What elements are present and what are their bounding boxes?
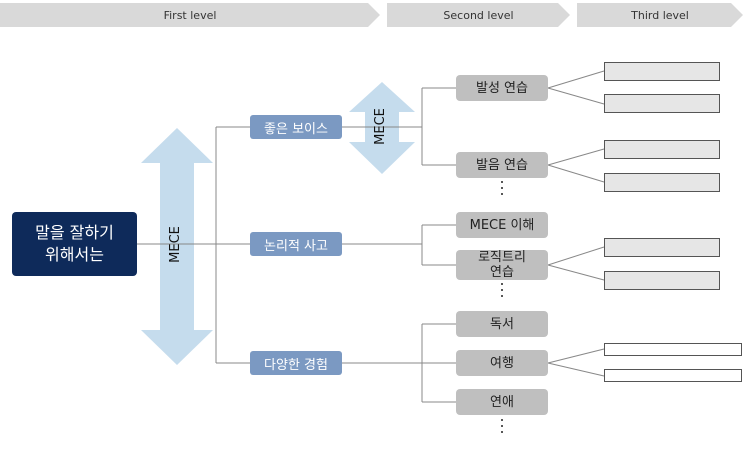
first-level-header: First level bbox=[0, 3, 380, 27]
mece-double-arrow-sub bbox=[349, 82, 415, 174]
third-level-box bbox=[604, 343, 742, 356]
third-level-box bbox=[604, 62, 720, 81]
branch-logical-thinking: 논리적 사고 bbox=[250, 232, 342, 256]
third-level-box bbox=[604, 238, 720, 257]
branch-good-voice: 좋은 보이스 bbox=[250, 115, 342, 139]
mece-label-sub: MECE bbox=[372, 108, 388, 145]
node-mece-understanding: MECE 이해 bbox=[456, 212, 548, 238]
mece-label-main: MECE bbox=[167, 226, 183, 263]
second-level-label: Second level bbox=[443, 8, 514, 22]
ellipsis-dots bbox=[500, 419, 504, 437]
third-level-header: Third level bbox=[577, 3, 743, 27]
node-logic-tree-practice: 로직트리 연습 bbox=[456, 250, 548, 280]
third-level-box bbox=[604, 173, 720, 192]
third-level-box bbox=[604, 94, 720, 113]
node-dating: 연애 bbox=[456, 389, 548, 415]
third-level-box bbox=[604, 140, 720, 159]
node-reading: 독서 bbox=[456, 311, 548, 337]
root-node: 말을 잘하기 위해서는 bbox=[12, 212, 137, 276]
third-level-box bbox=[604, 271, 720, 290]
node-pronunciation-practice: 발음 연습 bbox=[456, 152, 548, 178]
mece-double-arrow-main bbox=[141, 128, 213, 365]
second-level-header: Second level bbox=[387, 3, 570, 27]
third-level-box bbox=[604, 369, 742, 382]
third-level-label: Third level bbox=[631, 8, 689, 22]
ellipsis-dots bbox=[500, 283, 504, 301]
ellipsis-dots bbox=[500, 181, 504, 199]
node-vocalization-practice: 발성 연습 bbox=[456, 75, 548, 101]
branch-diverse-experience: 다양한 경험 bbox=[250, 351, 342, 375]
node-travel: 여행 bbox=[456, 350, 548, 376]
first-level-label: First level bbox=[163, 8, 217, 22]
